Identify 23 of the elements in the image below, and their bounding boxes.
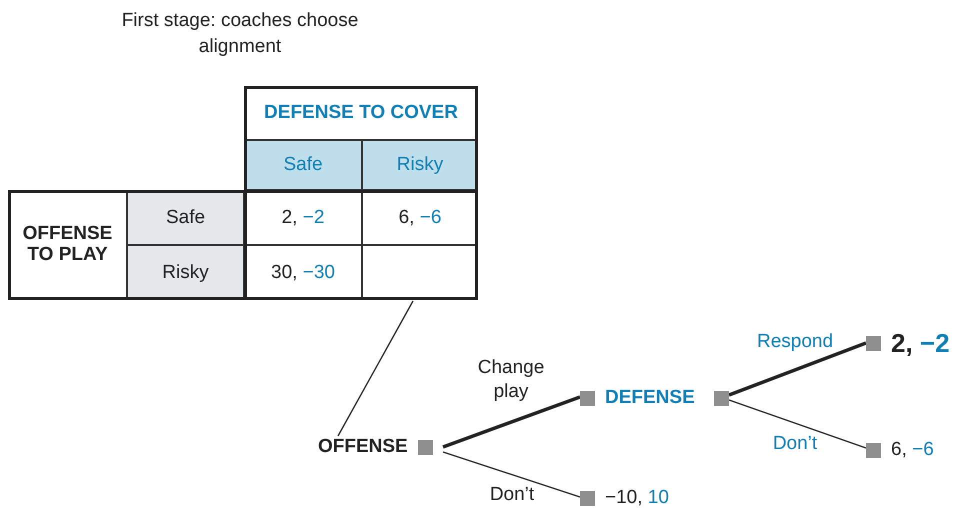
table-cell xyxy=(362,245,478,300)
edge-label: Respond xyxy=(756,330,834,354)
column-label: Safe xyxy=(244,140,362,190)
payoff-label: 2, −2 xyxy=(891,328,950,358)
payoff-label: −10, 10 xyxy=(605,487,669,509)
tree-branch xyxy=(442,451,580,498)
row-label: Safe xyxy=(127,190,244,245)
tree-branch xyxy=(442,395,581,449)
payoff-cell: 2, −2 xyxy=(244,190,362,245)
player-label: OFFENSE xyxy=(318,436,408,458)
player-label: DEFENSE xyxy=(605,387,695,409)
leader-line xyxy=(337,300,414,436)
title: First stage: coaches choose alignment xyxy=(120,9,360,59)
row-label: Risky xyxy=(127,245,244,300)
edge-label: Don’t xyxy=(488,483,536,507)
payoff-cell: 30, −30 xyxy=(244,245,362,300)
edge-label: Change play xyxy=(476,356,546,404)
payoff-cell: 6, −6 xyxy=(362,190,478,245)
tree-branch xyxy=(728,399,866,449)
tree-branch xyxy=(728,341,867,397)
column-label: Risky xyxy=(362,140,478,190)
edge-label: Don’t xyxy=(772,432,818,456)
payoff-label: 6, −6 xyxy=(891,439,934,461)
